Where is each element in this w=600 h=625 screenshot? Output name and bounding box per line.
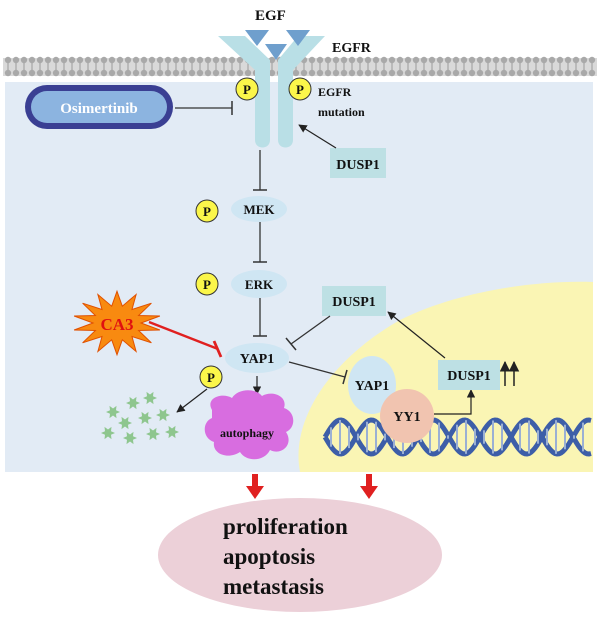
fragment-icon	[143, 391, 157, 405]
dusp1-export-arrow	[387, 311, 446, 359]
dusp1-to-egfr-arrow	[298, 124, 337, 149]
phospho-badge-mek: P	[195, 199, 219, 223]
fragment-icon	[123, 431, 137, 445]
fragment-icon	[118, 416, 132, 430]
ca3-inhibition-bar	[212, 340, 223, 358]
egfr-mutation-label: EGFR	[318, 85, 352, 99]
phospho-badge-yap1: P	[199, 365, 223, 389]
egfr-label: EGFR	[332, 41, 372, 56]
yap1-nuclear-inhibit-line	[288, 361, 346, 378]
ca3-inhibition-line	[148, 320, 219, 351]
phospho-label: P	[203, 204, 211, 219]
mek-label: MEK	[243, 202, 275, 217]
yap1-degradation-arrow	[176, 388, 208, 413]
dusp1-cytoplasm-box	[322, 286, 386, 316]
yy1-dusp1-arrow	[434, 389, 476, 415]
outcome-arrow-left	[246, 474, 264, 499]
phospho-badge-receptor-left: P	[235, 77, 259, 101]
egf-label: EGF	[255, 8, 286, 24]
fragment-icon	[138, 411, 152, 425]
erk-label: ERK	[245, 277, 274, 292]
egfr-receptor	[218, 36, 325, 148]
yap1-nucleus-label: YAP1	[355, 379, 390, 394]
dusp1-nucleus-box	[438, 360, 500, 390]
phospho-label: P	[296, 82, 304, 97]
egfr-mutation-label-2: mutation	[318, 105, 365, 119]
phospho-label: P	[203, 277, 211, 292]
egf-ligand	[245, 30, 310, 60]
yap1-cytoplasm-label: YAP1	[240, 352, 275, 367]
yap1-nucleus-node	[348, 356, 396, 414]
outcome-metastasis: metastasis	[223, 574, 324, 599]
dusp1-yap1-inhibit-line	[290, 315, 331, 345]
fragment-icon	[101, 426, 115, 440]
ca3-burst: CA3	[73, 289, 161, 357]
dusp1-cytoplasm-label: DUSP1	[332, 295, 376, 310]
outcome-arrow-right	[360, 474, 378, 499]
ca3-label: CA3	[100, 315, 133, 334]
autophagy-blob: autophagy	[204, 390, 294, 460]
yy1-node	[380, 389, 434, 443]
yap1-nuclear-inhibit-bar	[342, 369, 348, 385]
dusp1-membrane-box	[330, 148, 386, 178]
outcome-ellipse	[158, 498, 442, 612]
yap1-cytoplasm-node	[225, 343, 289, 373]
phospho-badge-receptor-right: P	[288, 77, 312, 101]
dusp1-yap1-inhibit-bar	[285, 337, 297, 351]
phospho-label: P	[243, 82, 251, 97]
osimertinib-label: Osimertinib	[60, 101, 138, 117]
fragment-icon	[126, 396, 140, 410]
yy1-label: YY1	[393, 410, 420, 425]
outcome-apoptosis: apoptosis	[223, 544, 315, 569]
fragment-icon	[156, 408, 170, 422]
phospho-badge-erk: P	[195, 272, 219, 296]
mek-node	[231, 196, 287, 222]
erk-node	[231, 270, 287, 298]
fragment-icon	[106, 405, 120, 419]
dusp1-nucleus-label: DUSP1	[447, 369, 491, 384]
dusp1-membrane-label: DUSP1	[336, 158, 380, 173]
degraded-yap1-fragments	[101, 391, 179, 445]
cell-membrane	[3, 56, 597, 77]
outcome-proliferation: proliferation	[223, 514, 348, 539]
fragment-icon	[165, 425, 179, 439]
phospho-label: P	[207, 370, 215, 385]
fragment-icon	[146, 427, 160, 441]
autophagy-label: autophagy	[220, 426, 274, 440]
osimertinib-capsule: Osimertinib	[25, 85, 173, 129]
upregulation-arrows-icon	[499, 360, 520, 386]
